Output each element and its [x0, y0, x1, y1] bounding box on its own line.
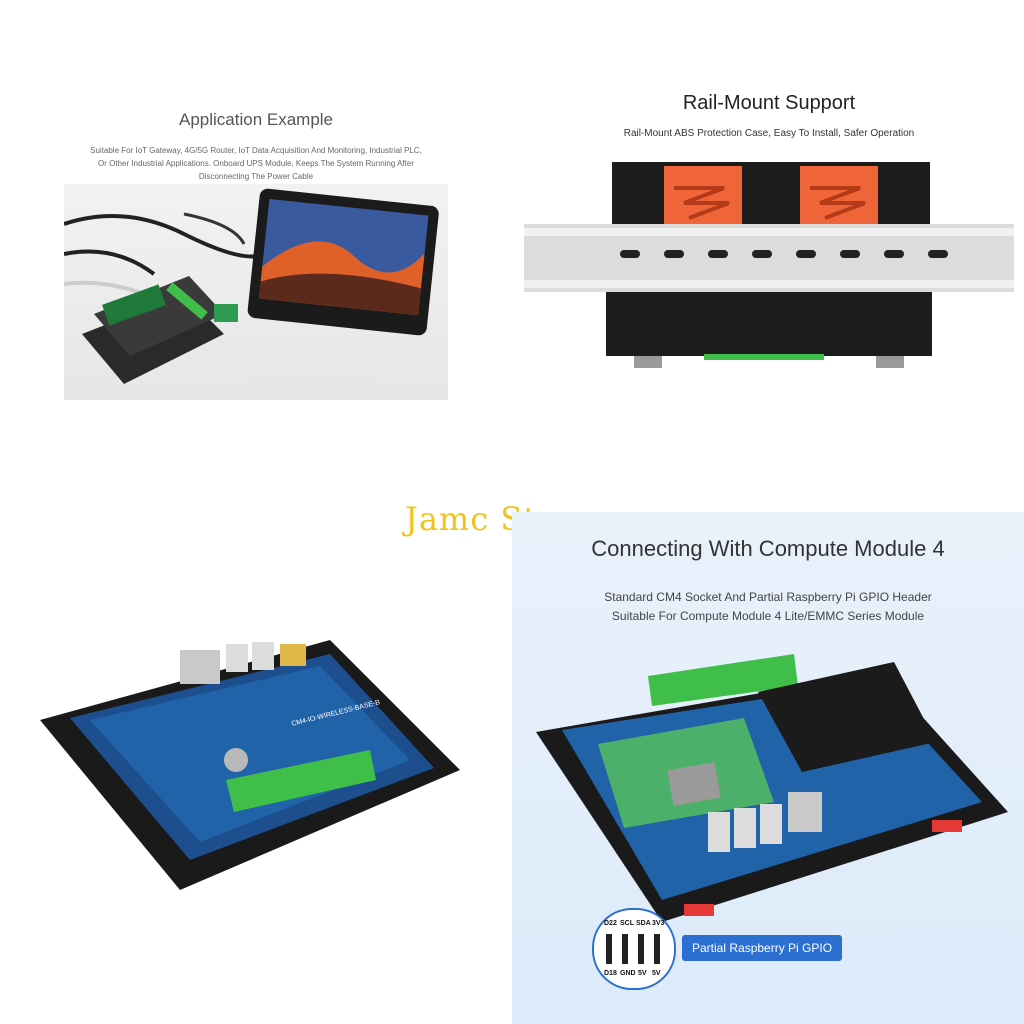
rail-mount-title: Rail-Mount Support — [682, 92, 856, 114]
rail-mount-illustration — [524, 162, 1014, 368]
gpio-pin-label: 3V3 — [652, 920, 665, 927]
application-title: Application Example — [178, 110, 334, 129]
gpio-pin-label: SDA — [636, 920, 651, 927]
cm4-board-illustration — [536, 654, 1008, 922]
rail-mount-subtitle: Rail-Mount ABS Protection Case, Easy To … — [623, 128, 915, 139]
application-photo — [63, 184, 448, 400]
board-photo-panel: CM4-IO-WIRELESS-BASE-B — [30, 620, 470, 910]
description-line: Or Other Industrial Applications. Onboar… — [97, 159, 414, 168]
application-example-panel: Application Example Suitable For IoT Gat… — [63, 100, 448, 400]
board-illustration: CM4-IO-WIRELESS-BASE-B — [40, 640, 460, 890]
gpio-pin-label: D22 — [604, 920, 617, 927]
description-line: Suitable For IoT Gateway, 4G/5G Router, … — [90, 146, 422, 155]
gpio-pin-label: 5V — [638, 970, 647, 977]
subtitle-line: Suitable For Compute Module 4 Lite/EMMC … — [611, 609, 925, 623]
gpio-pin-label: 5V — [652, 970, 661, 977]
cm4-panel: Connecting With Compute Module 4 Standar… — [512, 512, 1024, 1024]
rail-mount-panel: Rail-Mount Support Rail-Mount ABS Protec… — [524, 88, 1014, 388]
subtitle-line: Standard CM4 Socket And Partial Raspberr… — [604, 590, 932, 604]
gpio-pin-label: D18 — [604, 970, 617, 977]
gpio-pin-label: GND — [620, 970, 636, 977]
gpio-header-closeup: D22 SCL SDA 3V3 D18 GND 5V 5V — [592, 908, 676, 990]
gpio-callout-label: Partial Raspberry Pi GPIO — [682, 935, 843, 961]
gpio-pin-label: SCL — [620, 920, 634, 927]
application-illustration — [63, 188, 439, 384]
gpio-pins — [606, 934, 660, 964]
application-description: Suitable For IoT Gateway, 4G/5G Router, … — [74, 144, 438, 183]
cm4-subtitle: Standard CM4 Socket And Partial Raspberr… — [512, 588, 1024, 626]
description-line: Disconnecting The Power Cable — [198, 172, 314, 181]
cm4-title: Connecting With Compute Module 4 — [591, 536, 945, 561]
